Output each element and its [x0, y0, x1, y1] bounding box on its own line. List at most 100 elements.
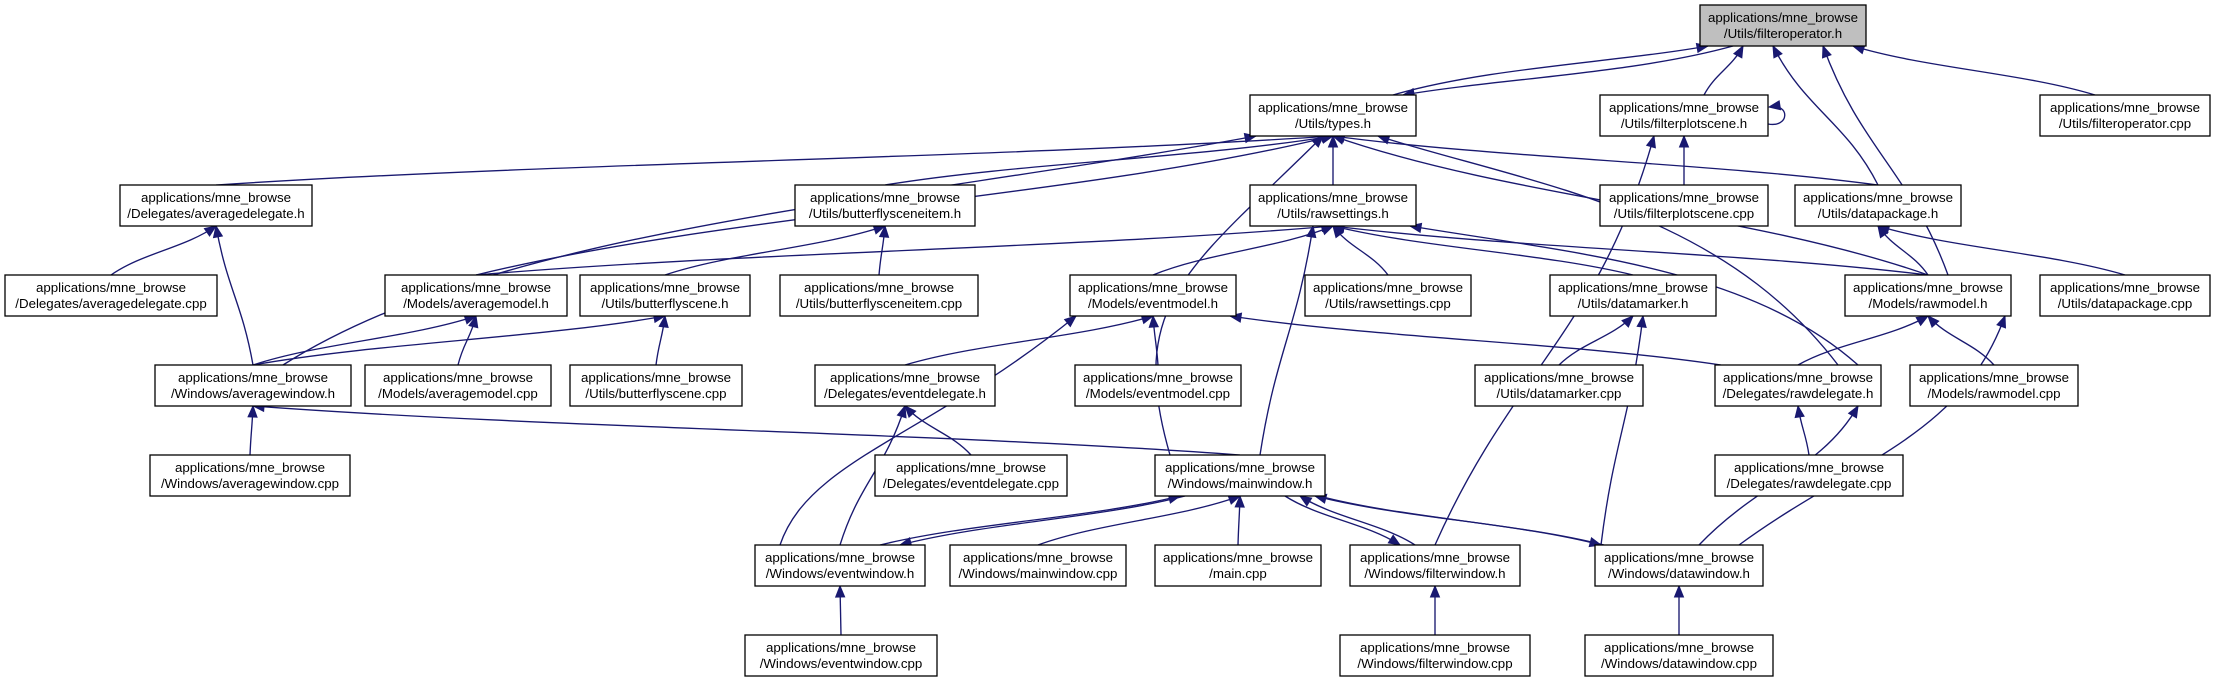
- node-main_cpp[interactable]: applications/mne_browse/main.cpp: [1154, 544, 1322, 587]
- edge-eventwindow_h-to-eventmodel_h: [779, 315, 1078, 546]
- node-butterflysceneitem_cpp[interactable]: applications/mne_browse/Utils/butterflys…: [779, 274, 979, 317]
- node-datamarker_h[interactable]: applications/mne_browse/Utils/datamarker…: [1549, 274, 1717, 317]
- node-averagedelegate_cpp[interactable]: applications/mne_browse/Delegates/averag…: [4, 274, 218, 317]
- node-averagewindow_cpp[interactable]: applications/mne_browse/Windows/averagew…: [149, 454, 351, 497]
- node-butterflyscene_cpp[interactable]: applications/mne_browse/Utils/butterflys…: [569, 364, 743, 407]
- node-label-file: /Utils/butterflysceneitem.cpp: [796, 296, 962, 311]
- edge-types_h-to-filteroperator_h: [1392, 42, 1710, 96]
- node-filterplotscene_h[interactable]: applications/mne_browse/Utils/filterplot…: [1599, 94, 1769, 137]
- node-types_h[interactable]: applications/mne_browse/Utils/types.h: [1249, 94, 1417, 137]
- node-rawdelegate_cpp[interactable]: applications/mne_browse/Delegates/rawdel…: [1714, 454, 1904, 497]
- arrowhead-icon: [1767, 100, 1782, 111]
- node-label-path: applications/mne_browse: [1609, 100, 1759, 115]
- node-label-file: /Models/rawmodel.cpp: [1927, 386, 2060, 401]
- node-filteroperator_cpp[interactable]: applications/mne_browse/Utils/filteroper…: [2039, 94, 2211, 137]
- node-box: [1599, 94, 1769, 137]
- arrowhead-icon: [468, 314, 479, 329]
- node-box: [2039, 94, 2211, 137]
- node-label-path: applications/mne_browse: [1803, 190, 1953, 205]
- edge-line: [1797, 315, 1929, 366]
- edge-line: [1377, 135, 1839, 366]
- node-mainwindow_cpp[interactable]: applications/mne_browse/Windows/mainwind…: [949, 544, 1127, 587]
- node-label-file: /Models/rawmodel.h: [1869, 296, 1988, 311]
- node-datapackage_cpp[interactable]: applications/mne_browse/Utils/datapackag…: [2039, 274, 2211, 317]
- arrowhead-icon: [658, 314, 669, 329]
- edge-line: [252, 315, 666, 366]
- node-datawindow_h[interactable]: applications/mne_browse/Windows/datawind…: [1594, 544, 1764, 587]
- node-label-file: /Delegates/eventdelegate.h: [824, 386, 986, 401]
- edge-datawindow_h-to-rawmodel_h: [1738, 314, 2007, 546]
- node-box: [1154, 544, 1322, 587]
- edge-rawdelegate_h-to-types_h: [1376, 134, 1839, 366]
- node-averagedelegate_h[interactable]: applications/mne_browse/Delegates/averag…: [119, 184, 313, 227]
- node-label-file: /Utils/datamarker.cpp: [1497, 386, 1622, 401]
- node-label-path: applications/mne_browse: [1258, 190, 1408, 205]
- node-box: [569, 364, 743, 407]
- edge-line: [1600, 315, 1644, 546]
- edge-datamarker_h-to-rawsettings_h: [1331, 223, 1634, 276]
- edge-line: [1332, 225, 1634, 276]
- node-label-path: applications/mne_browse: [1360, 550, 1510, 565]
- node-layer: applications/mne_browse/Utils/filteroper…: [4, 4, 2211, 677]
- arrowhead-icon: [1234, 494, 1245, 508]
- node-label-file: /Windows/averagewindow.h: [171, 386, 335, 401]
- edge-eventdelegate_cpp-to-eventdelegate_h: [904, 405, 972, 456]
- arrowhead-icon: [203, 225, 218, 237]
- edge-line: [110, 225, 217, 276]
- node-label-path: applications/mne_browse: [1313, 280, 1463, 295]
- root-node-filteroperator_h[interactable]: applications/mne_browse/Utils/filteroper…: [1699, 4, 1867, 47]
- edge-line: [1392, 45, 1709, 96]
- edge-butterflyscene_cpp-to-butterflyscene_h: [655, 314, 669, 366]
- node-box: [2039, 274, 2211, 317]
- node-label-file: /Utils/rawsettings.h: [1277, 206, 1389, 221]
- node-label-path: applications/mne_browse: [1734, 460, 1884, 475]
- edge-line: [1229, 315, 1722, 366]
- node-filterwindow_h[interactable]: applications/mne_browse/Windows/filterwi…: [1349, 544, 1521, 587]
- node-averagewindow_h[interactable]: applications/mne_browse/Windows/averagew…: [154, 364, 352, 407]
- node-box: [1699, 4, 1867, 47]
- edge-datamarker_cpp-to-datamarker_h: [1558, 315, 1634, 366]
- node-butterflysceneitem_h[interactable]: applications/mne_browse/Utils/butterflys…: [794, 184, 976, 227]
- edge-eventwindow_h-to-eventdelegate_h: [839, 404, 907, 546]
- node-averagemodel_h[interactable]: applications/mne_browse/Models/averagemo…: [384, 274, 568, 317]
- node-averagemodel_cpp[interactable]: applications/mne_browse/Models/averagemo…: [364, 364, 552, 407]
- node-datamarker_cpp[interactable]: applications/mne_browse/Utils/datamarker…: [1474, 364, 1644, 407]
- arrowhead-icon: [834, 584, 846, 598]
- node-eventmodel_h[interactable]: applications/mne_browse/Models/eventmode…: [1069, 274, 1237, 317]
- node-eventdelegate_h[interactable]: applications/mne_browse/Delegates/eventd…: [814, 364, 996, 407]
- arrowhead-icon: [1327, 134, 1339, 148]
- node-label-path: applications/mne_browse: [765, 550, 915, 565]
- edge-eventwindow_h-to-mainwindow_h: [879, 493, 1182, 546]
- arrowhead-icon: [1732, 44, 1744, 59]
- node-rawsettings_h[interactable]: applications/mne_browse/Utils/rawsetting…: [1249, 184, 1417, 227]
- edge-filterwindow_cpp-to-filterwindow_h: [1429, 584, 1441, 635]
- node-mainwindow_h[interactable]: applications/mne_browse/Windows/mainwind…: [1154, 454, 1326, 497]
- edge-line: [215, 135, 1334, 186]
- node-label-file: /Utils/butterflyscene.h: [601, 296, 728, 311]
- arrowhead-icon: [1320, 225, 1335, 236]
- node-rawmodel_h[interactable]: applications/mne_browse/Models/rawmodel.…: [1844, 274, 2012, 317]
- edge-line: [779, 315, 1077, 546]
- edge-mainwindow_cpp-to-mainwindow_h: [1037, 495, 1242, 546]
- node-filterwindow_cpp[interactable]: applications/mne_browse/Windows/filterwi…: [1339, 634, 1531, 677]
- node-eventdelegate_cpp[interactable]: applications/mne_browse/Delegates/eventd…: [874, 454, 1068, 497]
- node-rawsettings_cpp[interactable]: applications/mne_browse/Utils/rawsetting…: [1304, 274, 1472, 317]
- node-rawdelegate_h[interactable]: applications/mne_browse/Delegates/rawdel…: [1714, 364, 1882, 407]
- node-eventmodel_cpp[interactable]: applications/mne_browse/Models/eventmode…: [1074, 364, 1242, 407]
- edge-rawdelegate_h-to-eventmodel_h: [1228, 312, 1722, 366]
- node-eventwindow_h[interactable]: applications/mne_browse/Windows/eventwin…: [754, 544, 926, 587]
- node-label-path: applications/mne_browse: [36, 280, 186, 295]
- edge-datawindow_cpp-to-datawindow_h: [1673, 584, 1685, 636]
- node-eventwindow_cpp[interactable]: applications/mne_browse/Windows/eventwin…: [744, 634, 938, 677]
- node-box: [1599, 184, 1769, 227]
- node-datawindow_cpp[interactable]: applications/mne_browse/Windows/datawind…: [1584, 634, 1774, 677]
- node-label-file: /Delegates/averagedelegate.cpp: [15, 296, 206, 311]
- node-datapackage_h[interactable]: applications/mne_browse/Utils/datapackag…: [1794, 184, 1962, 227]
- node-rawmodel_cpp[interactable]: applications/mne_browse/Models/rawmodel.…: [1909, 364, 2079, 407]
- node-butterflyscene_h[interactable]: applications/mne_browse/Utils/butterflys…: [579, 274, 751, 317]
- node-filterplotscene_cpp[interactable]: applications/mne_browse/Utils/filterplot…: [1599, 184, 1769, 227]
- node-label-file: /Utils/butterflyscene.cpp: [585, 386, 726, 401]
- edge-rawmodel_cpp-to-rawmodel_h: [1927, 315, 1995, 366]
- node-box: [119, 184, 313, 227]
- edge-filterplotscene_h-to-filterplotscene_h: [1767, 100, 1786, 126]
